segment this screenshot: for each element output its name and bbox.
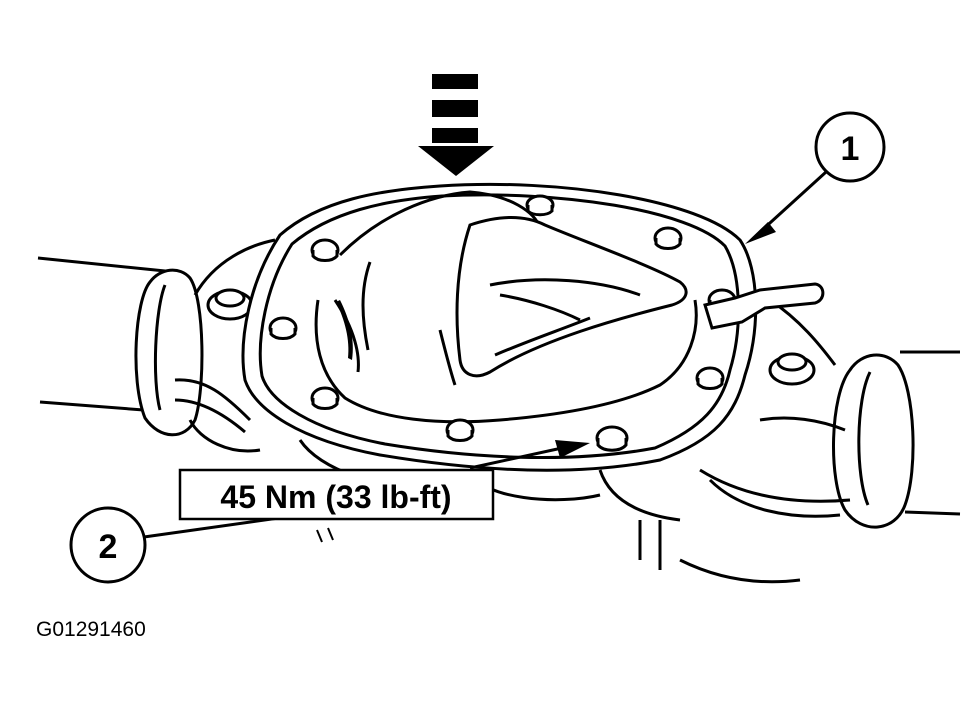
torque-label: 45 Nm (33 lb-ft) — [220, 479, 451, 515]
cover-bolts — [268, 194, 737, 452]
housing-bolts — [206, 288, 816, 386]
left-tube-flange — [134, 268, 204, 437]
callout-2: 2 — [69, 506, 301, 584]
cover-bolt — [653, 226, 683, 250]
cover-bolt — [310, 238, 340, 262]
right-housing-bolt — [768, 352, 816, 386]
callout-1-number: 1 — [841, 130, 860, 168]
cover-bolt — [310, 386, 340, 410]
right-tube-flange — [832, 353, 915, 529]
figure-id: G01291460 — [36, 618, 146, 641]
cover-bolt — [268, 316, 298, 340]
right-axle-tube — [900, 350, 961, 516]
cover-bolt — [695, 366, 725, 390]
cover-bolt — [525, 194, 555, 217]
cover-dome — [314, 190, 698, 424]
torque-arrowhead — [555, 440, 590, 458]
push-direction-arrow — [418, 74, 494, 176]
bracket-tab — [703, 282, 825, 330]
axle-tubes — [37, 256, 961, 529]
callout-1: 1 — [745, 111, 886, 244]
torque-bolt — [595, 425, 629, 452]
left-housing-bolt — [206, 288, 254, 321]
callout-1-arrowhead — [745, 222, 776, 244]
torque-label-box — [178, 468, 495, 521]
torque-callout: 45 Nm (33 lb-ft) — [178, 440, 590, 521]
cover-bolt — [445, 418, 475, 442]
callout-2-number: 2 — [99, 528, 118, 566]
